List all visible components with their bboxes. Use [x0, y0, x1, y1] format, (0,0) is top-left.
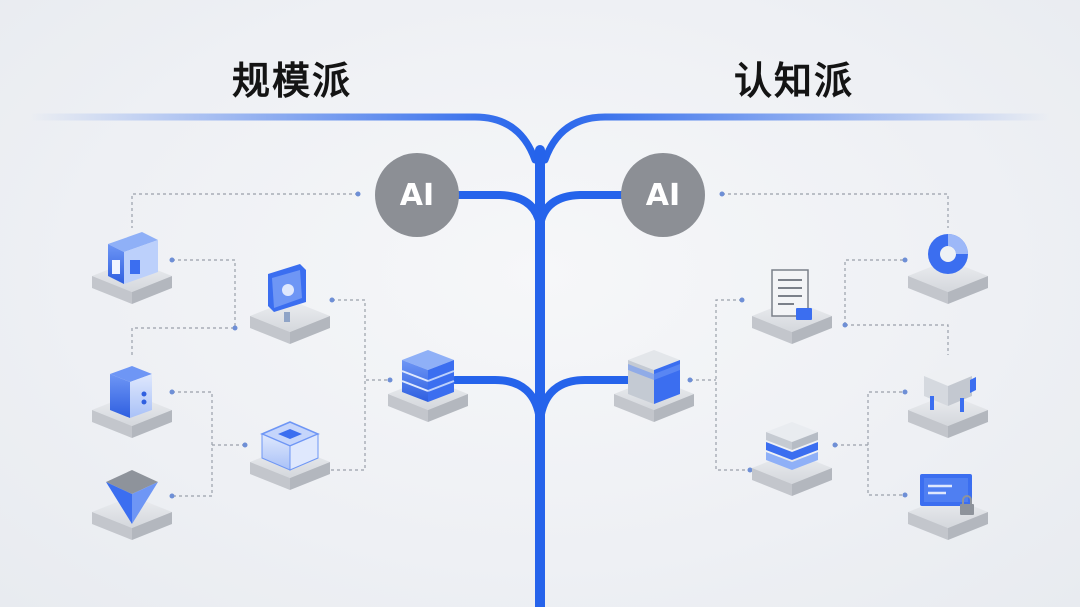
document-icon: [752, 269, 832, 344]
donut-chart-icon: [908, 234, 988, 304]
title-cognition-school: 认知派: [734, 59, 855, 103]
chip-box-icon: [250, 421, 330, 490]
top-rail-left: [26, 113, 539, 164]
left-connectors: [131, 193, 390, 497]
building-icon: [92, 232, 172, 304]
cone-icon: [92, 470, 172, 540]
server-cabinet-icon: [92, 366, 172, 438]
ai-node-left: AI: [375, 153, 459, 237]
cube-icon: [614, 350, 694, 422]
title-scale-school: 规模派: [232, 59, 353, 103]
monitor-icon: [250, 264, 330, 344]
branch-to-left-ai: [454, 191, 544, 229]
right-connector-dots: [687, 191, 908, 498]
branch-to-right-cube: [536, 376, 632, 424]
secure-screen-icon: [908, 474, 988, 540]
ai-node-right: AI: [621, 153, 705, 237]
right-connectors: [690, 193, 949, 496]
stacked-server-icon: [388, 350, 468, 422]
top-rail-right: [541, 113, 1054, 164]
layered-stack-icon: [752, 422, 832, 496]
branch-to-right-ai: [536, 191, 626, 229]
robot-head-icon: [908, 366, 988, 438]
